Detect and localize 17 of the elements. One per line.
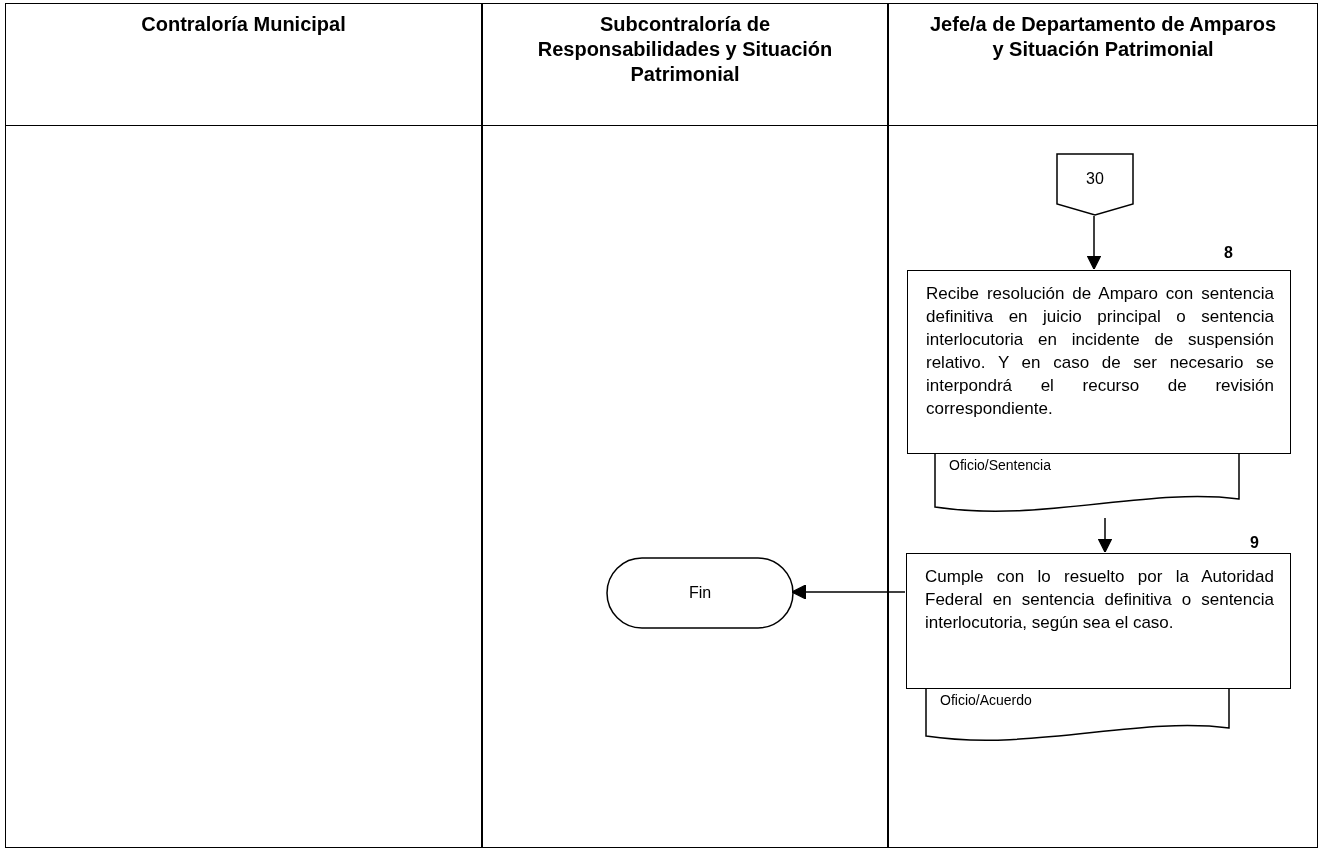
document-label: Oficio/Sentencia: [949, 457, 1051, 473]
step-number: 8: [1224, 243, 1233, 263]
arrow: [1086, 215, 1102, 270]
step-description: Cumple con lo resuelto por la Autoridad Federal en sentencia definitiva o sentencia interlocutoria, según sea el caso.: [925, 566, 1274, 634]
arrow: [1097, 517, 1113, 553]
swimlane: [5, 3, 482, 848]
step-description: Recibe resolución de Amparo con sentencia definitiva en juicio principal o sentencia interlocutoria en incidente de suspensión relativo. Y en caso de ser necesario se interpondrá el recurso de revisión correspondiente.: [926, 283, 1274, 420]
swimlane: [482, 3, 888, 848]
lane-header: Jefe/a de Departamento de Amparos y Situación Patrimonial: [928, 12, 1277, 62]
arrow: [791, 584, 906, 600]
terminator-label: Fin: [688, 584, 712, 602]
swimlane: [888, 3, 1318, 848]
connector-number: 30: [1086, 170, 1104, 188]
lane-header: Subcontraloría de Responsabilidades y Situación Patrimonial: [536, 12, 834, 87]
document-label: Oficio/Acuerdo: [940, 692, 1032, 708]
step-number: 9: [1250, 533, 1259, 553]
lane-header: Contraloría Municipal: [141, 12, 346, 37]
